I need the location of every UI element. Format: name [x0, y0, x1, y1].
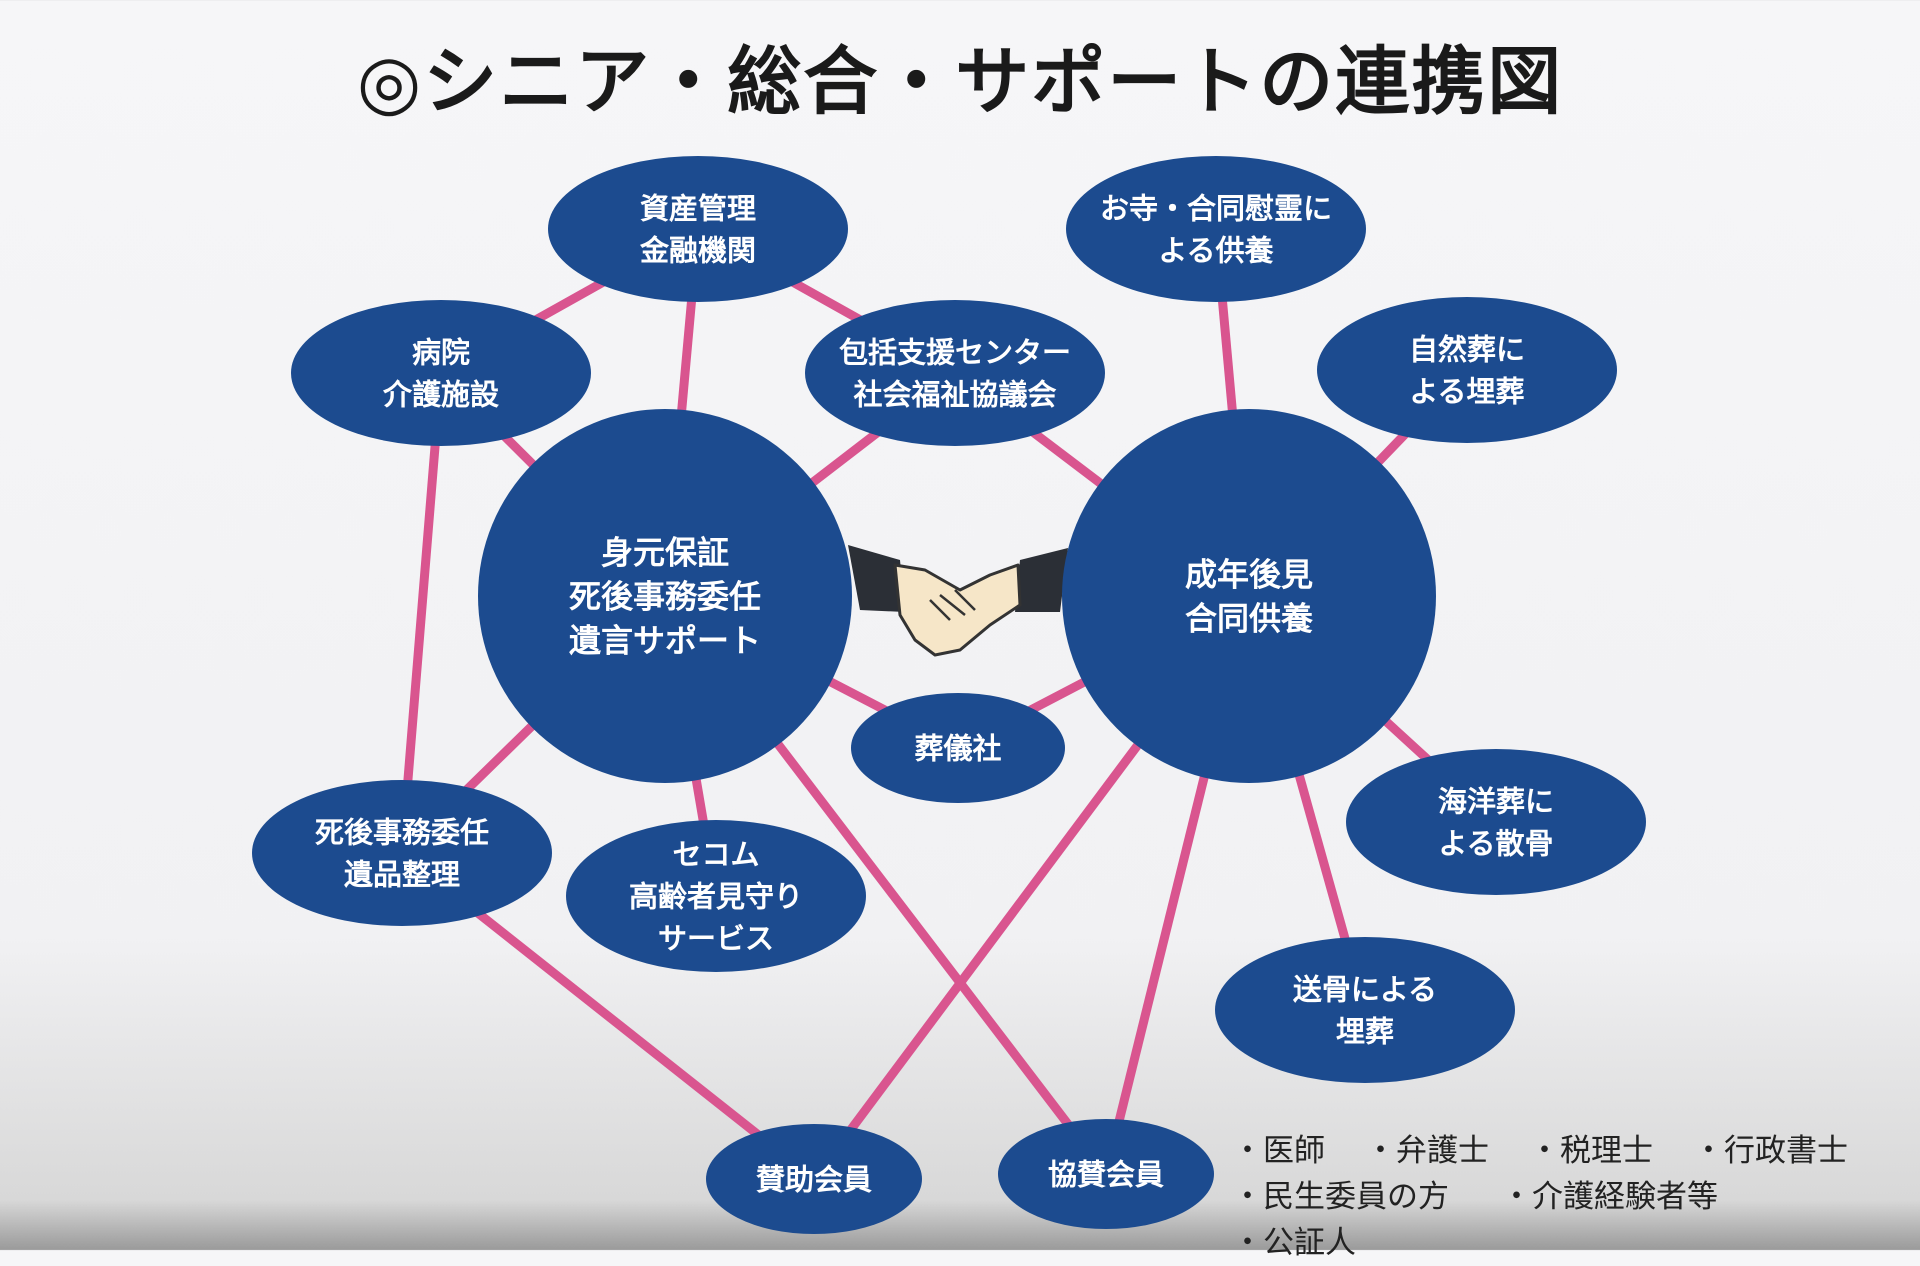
node-label: 合同供養	[1185, 600, 1313, 638]
node-shape	[706, 1124, 922, 1234]
node-label: 遺品整理	[344, 857, 460, 891]
member-list: ・医師 ・弁護士 ・税理士 ・行政書士 ・民生委員の方 ・介護経験者等・公証人	[1232, 1128, 1920, 1266]
member-item: ・行政書士	[1693, 1133, 1848, 1169]
node-label: 海洋葬に	[1438, 784, 1554, 818]
node-label: 高齢者見守り	[629, 879, 803, 913]
node-label: 協賛会員	[1048, 1157, 1164, 1191]
node-label: 身元保証	[601, 534, 729, 572]
node-label: 死後事務委任	[569, 578, 761, 616]
node-shape	[566, 820, 866, 972]
node-label: お寺・合同慰霊に	[1100, 191, 1332, 225]
node-funeral: 葬儀社	[851, 693, 1065, 803]
node-label: 埋葬	[1336, 1014, 1394, 1048]
node-label: 自然葬に	[1409, 332, 1525, 366]
node-shape	[1062, 409, 1436, 783]
node-label: 送骨による	[1293, 972, 1437, 1006]
node-shape	[1215, 937, 1515, 1083]
node-label: 死後事務委任	[315, 815, 489, 849]
node-label: よる埋葬	[1409, 374, 1524, 408]
node-label: 介護施設	[382, 377, 500, 411]
member-row-1: ・医師 ・弁護士 ・税理士 ・行政書士	[1232, 1128, 1920, 1174]
node-shape	[548, 156, 848, 302]
page-title: ◎シニア・総合・サポートの連携図	[356, 39, 1564, 125]
node-label: 社会福祉協議会	[853, 377, 1056, 411]
node-label: 遺言サポート	[569, 622, 761, 660]
node-label: 成年後見	[1185, 556, 1313, 594]
member-item: ・介護経験者等	[1501, 1179, 1718, 1215]
member-item: ・公証人	[1232, 1225, 1356, 1261]
member-row-2: ・民生委員の方 ・介護経験者等・公証人	[1232, 1174, 1920, 1266]
node-label: サービス	[658, 921, 774, 955]
node-label: 葬儀社	[914, 731, 1001, 765]
edge-hospital-posthumous	[397, 372, 446, 854]
node-shape	[805, 300, 1105, 446]
node-shape	[478, 409, 852, 783]
node-shape	[1317, 297, 1617, 443]
member-item: ・医師	[1232, 1133, 1325, 1169]
node-shape	[252, 780, 552, 926]
node-label: セコム	[672, 837, 759, 871]
node-supporting: 賛助会員	[706, 1124, 922, 1234]
node-label: 病院	[412, 335, 470, 369]
member-item: ・弁護士	[1365, 1133, 1489, 1169]
member-item: ・民生委員の方	[1232, 1179, 1449, 1215]
node-label: 賛助会員	[756, 1162, 872, 1196]
node-shape	[291, 300, 591, 446]
handshake-icon	[848, 545, 1068, 657]
node-label: 金融機関	[639, 233, 756, 267]
node-sponsor: 協賛会員	[998, 1119, 1214, 1229]
node-label: よる散骨	[1438, 826, 1553, 860]
node-label: 包括支援センター	[839, 335, 1071, 369]
node-label: よる供養	[1158, 233, 1274, 267]
node-shape	[1066, 156, 1366, 302]
node-label: 資産管理	[640, 191, 756, 225]
member-item: ・税理士	[1529, 1133, 1653, 1169]
node-shape	[998, 1119, 1214, 1229]
node-shape	[851, 693, 1065, 803]
node-shape	[1346, 749, 1646, 895]
